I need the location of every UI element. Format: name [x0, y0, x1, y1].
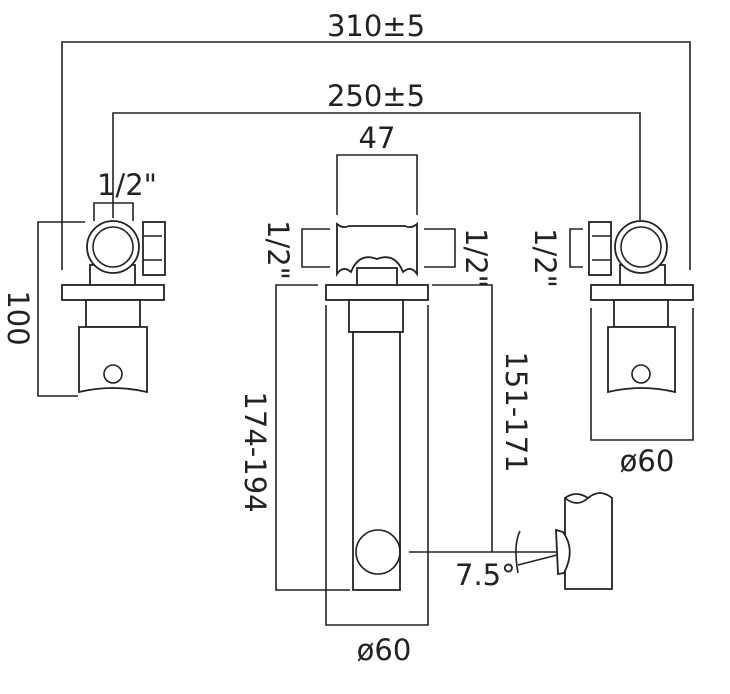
- dim-250-label: 250±5: [327, 79, 425, 113]
- left-valve-inlet-label: 1/2": [97, 168, 157, 202]
- dim-310-label: 310±5: [327, 9, 425, 43]
- spout-diameter-label: ø60: [357, 633, 412, 667]
- dim-100-label: 100: [1, 290, 35, 345]
- dim-151-171-label: 151-171: [499, 351, 533, 472]
- right-valve-inlet-label: 1/2": [528, 228, 562, 288]
- left-valve: 1/2" 100: [1, 168, 166, 397]
- valve-diameter-label: ø60: [620, 444, 675, 478]
- spout-angle-label: 7.5°: [455, 558, 516, 592]
- dim-250: 250±5: [112, 79, 641, 220]
- center-inlet-left-label: 1/2": [261, 220, 295, 280]
- handle-hole-icon: [103, 364, 123, 384]
- center-inlet-right-label: 1/2": [459, 228, 493, 288]
- center-spout: 47 1/2" 1/2" 174-194 ø60 151-171: [238, 121, 560, 667]
- spout-side-view: 7.5°: [455, 492, 613, 592]
- right-valve: 1/2" ø60: [528, 220, 694, 478]
- dim-47-label: 47: [359, 121, 396, 155]
- handle-hole-icon: [631, 364, 651, 384]
- dim-310: 310±5: [61, 9, 691, 270]
- dim-174-194-label: 174-194: [238, 391, 272, 512]
